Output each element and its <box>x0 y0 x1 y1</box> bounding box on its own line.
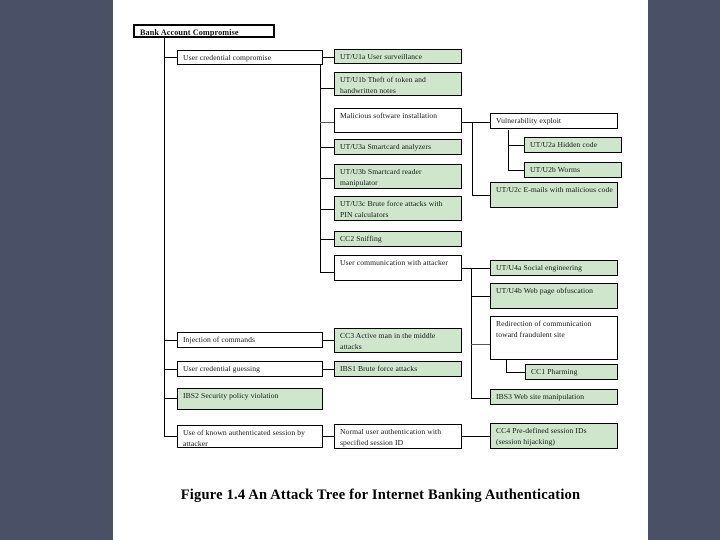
node-ibs3-web-site-manipulation: IBS3 Web site manipulation <box>490 389 618 405</box>
link-l3-webpage <box>471 296 490 298</box>
link-worms <box>508 170 524 172</box>
link-l2c-out <box>462 122 472 124</box>
node-cc1-pharming: CC1 Pharming <box>525 364 618 380</box>
link-l3-ibs3 <box>471 398 490 400</box>
link-l2-3 <box>320 122 334 124</box>
link-l1b-out <box>323 340 334 342</box>
node-ut-u3b: UT/U3b Smartcard reader manipulator <box>334 164 462 189</box>
trunk-l1a <box>320 57 322 272</box>
node-ibs2-security-policy-violation: IBS2 Security policy violation <box>177 388 323 410</box>
link-l2-7 <box>320 239 334 241</box>
link-l1c-out <box>323 369 334 371</box>
node-ut-u4a-social-engineering: UT/U4a Social engineering <box>490 260 618 276</box>
link-pharming <box>506 372 525 374</box>
link-l2-1 <box>320 57 334 59</box>
node-redirection-of-communication: Redirection of communication toward frau… <box>490 316 618 360</box>
node-malicious-software-installation: Malicious software installation <box>334 108 462 133</box>
link-l2-8 <box>320 272 334 274</box>
node-normal-user-authentication: Normal user authentication with specifie… <box>334 424 462 449</box>
node-ibs1-brute-force: IBS1 Brute force attacks <box>334 361 462 377</box>
trunk-malware <box>472 122 474 195</box>
link-l3-emails <box>472 195 490 197</box>
link-cc4 <box>462 436 490 438</box>
trunk-vuln <box>508 130 510 170</box>
link-root-5 <box>164 436 177 438</box>
link-l3-social <box>471 268 490 270</box>
node-ut-u1b: UT/U1b Theft of token and handwritten no… <box>334 72 462 96</box>
link-l2-5 <box>320 178 334 180</box>
node-cc2-sniffing: CC2 Sniffing <box>334 231 462 247</box>
node-root: Bank Account Compromise <box>133 24 275 38</box>
link-l3-vuln <box>472 122 490 124</box>
node-ut-u3c: UT/U3c Brute force attacks with PIN calc… <box>334 196 462 221</box>
link-l1e-out <box>323 436 334 438</box>
link-l2-4 <box>320 147 334 149</box>
link-root-4 <box>164 398 177 400</box>
link-root-1 <box>164 57 177 59</box>
node-ut-u2a-hidden-code: UT/U2a Hidden code <box>524 137 622 153</box>
node-ut-u3a: UT/U3a Smartcard analyzers <box>334 139 462 155</box>
node-user-communication-with-attacker: User communication with attacker <box>334 255 462 281</box>
link-l2-6 <box>320 209 334 211</box>
node-ut-u4b-web-page-obfuscation: UT/U4b Web page obfuscation <box>490 283 618 309</box>
node-cc4-predefined-session-ids: CC4 Pre-defined session IDs (session hij… <box>490 423 618 449</box>
figure-caption: Figure 1.4 An Attack Tree for Internet B… <box>180 487 581 503</box>
link-l2-2 <box>320 88 334 90</box>
node-known-authenticated-session: Use of known authenticated session by at… <box>177 425 323 448</box>
node-cc3-mitm: CC3 Active man in the middle attacks <box>334 328 462 353</box>
link-root-2 <box>164 340 177 342</box>
trunk-root <box>164 38 166 436</box>
link-l3-redirect <box>471 344 490 346</box>
node-ut-u1a: UT/U1a User surveillance <box>334 49 462 64</box>
link-l2h-out <box>462 268 471 270</box>
node-vulnerability-exploit: Vulnerability exploit <box>490 113 618 129</box>
link-root-3 <box>164 369 177 371</box>
link-hidden-code <box>508 145 524 147</box>
trunk-usercomm <box>471 268 473 398</box>
node-ut-u2c-emails: UT/U2c E-mails with malicious code <box>490 182 618 208</box>
trunk-redirect <box>506 356 508 373</box>
node-user-credential-compromise: User credential compromise <box>177 50 323 65</box>
node-ut-u2b-worms: UT/U2b Worms <box>524 162 622 178</box>
node-injection-of-commands: Injection of commands <box>177 332 323 348</box>
node-user-credential-guessing: User credential guessing <box>177 361 323 377</box>
